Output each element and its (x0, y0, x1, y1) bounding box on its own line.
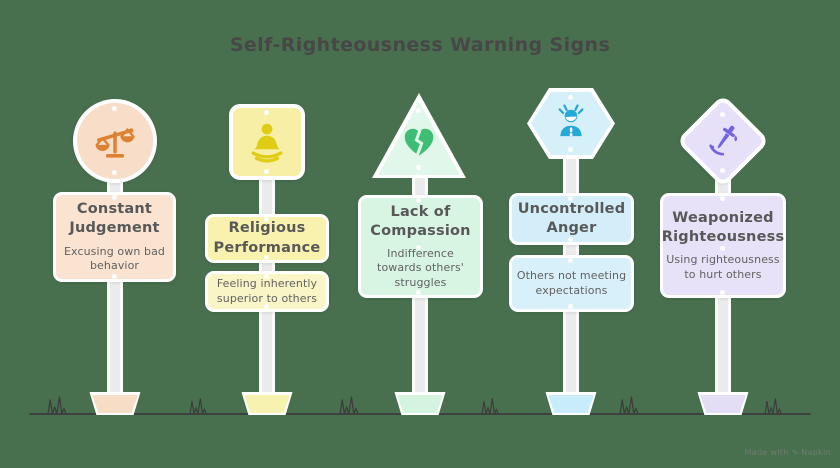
dagger-icon (702, 120, 744, 162)
screw-dot (264, 255, 269, 260)
sign-base-fill (244, 395, 290, 413)
sign-head-square (229, 104, 305, 180)
sign-board: Uncontrolled Anger (509, 193, 634, 245)
sign-subboard: Others not meeting expectations (509, 255, 634, 312)
screw-dot (568, 304, 573, 309)
angry-person-icon (550, 102, 592, 144)
scales-icon (92, 118, 138, 164)
screw-dot (416, 290, 421, 295)
sign-board: Weaponized Righteousness Using righteous… (660, 193, 786, 298)
sign-subtitle: Using righteousness to hurt others (666, 253, 780, 281)
screw-dot (416, 165, 421, 170)
sign-subtitle: Others not meeting expectations (516, 268, 627, 297)
sign-board: Lack of Compassion Indifference towards … (358, 195, 483, 298)
sign-head-diamond (676, 94, 770, 188)
watermark: Made with ✎ Napkin (744, 448, 831, 457)
screw-dot (720, 196, 725, 201)
grass-tuft (619, 396, 639, 415)
screw-dot (112, 195, 117, 200)
sign-board: Religious Performance (205, 214, 329, 263)
sign-base-fill (92, 395, 138, 413)
sign-title: Constant Judgement (69, 201, 160, 237)
screw-dot (264, 110, 269, 115)
screw-dot (264, 274, 269, 279)
screw-dot (568, 95, 573, 100)
sign-board: Constant Judgement Excusing own bad beha… (53, 192, 176, 282)
sign-base-fill (397, 395, 443, 413)
meditation-icon (244, 119, 290, 165)
screw-dot (264, 217, 269, 222)
sign-subtitle: Excusing own bad behavior (63, 244, 166, 273)
sign-pole (259, 140, 275, 398)
grass-tuft (764, 398, 782, 415)
sign-title: Lack of Compassion (370, 203, 471, 239)
screw-dot (568, 237, 573, 242)
sign-base-fill (548, 395, 594, 413)
sign-base-fill (700, 395, 746, 413)
sign-head-circle (73, 99, 157, 183)
grass-tuft (47, 396, 67, 415)
screw-dot (568, 196, 573, 201)
screw-dot (568, 258, 573, 263)
sign-subtitle: Feeling inherently superior to others (216, 276, 318, 305)
screw-dot (416, 198, 421, 203)
grass-tuft (481, 398, 499, 415)
screw-dot (416, 108, 421, 113)
screw-dot (112, 274, 117, 279)
sign-title: Religious Performance (213, 220, 321, 256)
sign-title: Weaponized Righteousness (661, 209, 785, 245)
screw-dot (264, 304, 269, 309)
sign-subboard: Feeling inherently superior to others (205, 271, 329, 312)
screw-dot (112, 170, 117, 175)
screw-dot (568, 147, 573, 152)
screw-dot (720, 246, 725, 251)
grass-tuft (189, 398, 207, 415)
screw-dot (720, 168, 725, 173)
sign-subtitle: Indifference towards others' struggles (377, 246, 464, 289)
sign-title: Uncontrolled Anger (517, 200, 626, 236)
screw-dot (416, 245, 421, 250)
page-title: Self-Righteousness Warning Signs (229, 34, 611, 56)
grass-tuft (339, 396, 359, 415)
screw-dot (720, 112, 725, 117)
screw-dot (264, 169, 269, 174)
broken-heart-icon (401, 125, 437, 161)
screw-dot (720, 290, 725, 295)
screw-dot (112, 106, 117, 111)
